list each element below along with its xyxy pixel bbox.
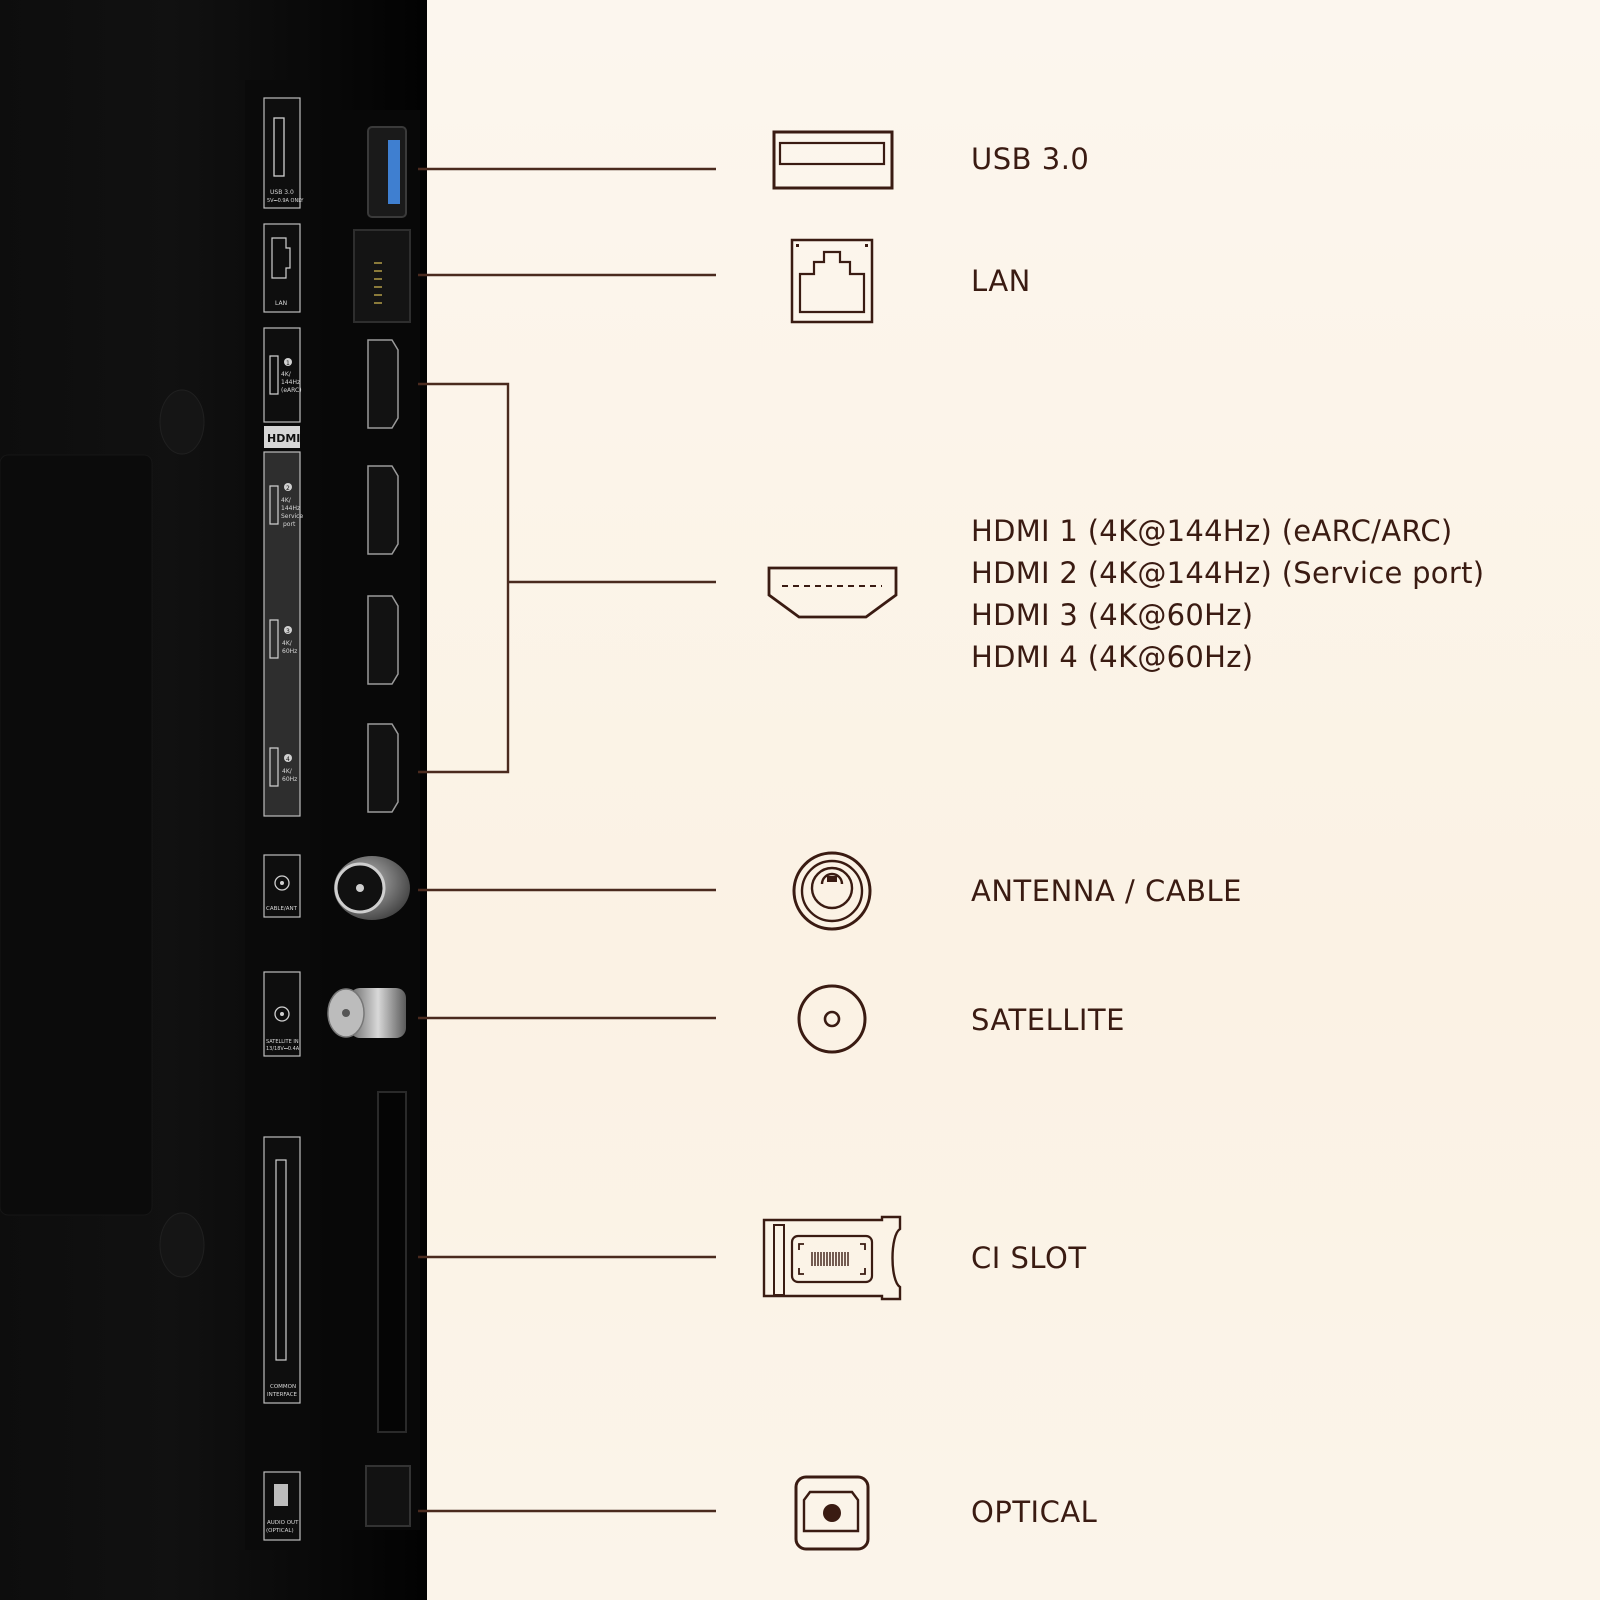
- panel-label-hdmi3-b: 60Hz: [282, 648, 297, 655]
- usb-socket-tongue: [388, 140, 400, 204]
- panel-label-hdmi4-a: 4K/: [282, 768, 293, 775]
- label-lan: LAN: [971, 264, 1031, 298]
- satellite-port-icon: [797, 984, 867, 1054]
- hdmi-port-icon: [767, 566, 898, 619]
- label-ci-slot: CI SLOT: [971, 1241, 1087, 1275]
- panel-label-hdmi4-num: 4: [286, 756, 290, 763]
- usb-port-icon: [772, 130, 894, 190]
- panel-label-hdmi1-c: (eARC): [281, 387, 302, 394]
- panel-label-ci-1: COMMON: [270, 1384, 296, 1390]
- label-hdmi-4: HDMI 4 (4K@60Hz): [971, 640, 1254, 674]
- label-hdmi-2: HDMI 2 (4K@144Hz) (Service port): [971, 556, 1485, 590]
- port-icons: [762, 130, 902, 1551]
- lan-socket: [353, 229, 411, 323]
- optical-port-icon: [794, 1475, 870, 1551]
- label-antenna: ANTENNA / CABLE: [971, 874, 1242, 908]
- hdmi-socket-4: [367, 723, 399, 813]
- panel-recess: [0, 454, 153, 1216]
- ethernet-port-icon: [790, 238, 874, 324]
- antenna-port-icon: [792, 851, 872, 931]
- optical-socket: [365, 1465, 411, 1527]
- panel-label-sat-2: 13/18V⎓0.4A: [266, 1046, 300, 1052]
- panel-details: USB 3.0 5V⎓0.9A ONLY LAN 1 4K/ 144Hz (eA…: [0, 80, 420, 1550]
- legend-background: [427, 0, 1600, 1600]
- panel-label-sat-1: SATELLITE IN: [266, 1039, 299, 1045]
- ci-slot-icon: [762, 1215, 902, 1301]
- label-hdmi-1: HDMI 1 (4K@144Hz) (eARC/ARC): [971, 514, 1453, 548]
- panel-label-opt-2: (OPTICAL): [266, 1528, 294, 1534]
- panel-label-hdmi3-num: 3: [286, 628, 290, 635]
- panel-label-hdmi2-d: port: [283, 521, 296, 528]
- panel-label-usb: USB 3.0: [270, 189, 294, 196]
- connector-lines: [418, 167, 716, 1513]
- label-usb: USB 3.0: [971, 142, 1090, 176]
- panel-label-opt-1: AUDIO OUT: [267, 1520, 299, 1526]
- usb-socket: [367, 126, 407, 218]
- panel-label-hdmi4-b: 60Hz: [282, 776, 297, 783]
- physical-connectors: [327, 126, 411, 1527]
- panel-label-hdmi3-a: 4K/: [282, 640, 293, 647]
- panel-label-hdmi2-b: 144Hz: [281, 505, 300, 512]
- satellite-connector: [350, 988, 406, 1038]
- panel-label-ci-2: INTERFACE: [267, 1392, 298, 1398]
- panel-mount-bottom: [159, 1212, 205, 1278]
- panel-label-strip: USB 3.0 5V⎓0.9A ONLY LAN 1 4K/ 144Hz (eA…: [263, 97, 304, 1541]
- panel-label-hdmi1-num: 1: [286, 360, 290, 367]
- label-optical: OPTICAL: [971, 1495, 1098, 1529]
- label-satellite: SATELLITE: [971, 1003, 1125, 1037]
- panel-label-cable: CABLE/ANT: [266, 906, 298, 912]
- panel-label-usb-sub: 5V⎓0.9A ONLY: [267, 198, 304, 204]
- panel-label-hdmi1-a: 4K/: [281, 371, 292, 378]
- panel-mount-top: [159, 389, 205, 455]
- line-hdmi-bracket: [418, 382, 510, 774]
- panel-label-hdmi2-c: Service: [281, 513, 303, 520]
- label-hdmi-3: HDMI 3 (4K@60Hz): [971, 598, 1254, 632]
- panel-label-hdmi2-num: 2: [286, 485, 290, 492]
- hdmi-socket-3: [367, 595, 399, 685]
- panel-label-lan: LAN: [275, 300, 287, 307]
- ci-slot-opening: [377, 1091, 407, 1433]
- hdmi-socket-1: [367, 339, 399, 429]
- panel-label-hdmi2-a: 4K/: [281, 497, 292, 504]
- panel-label-hdmi1-b: 144Hz: [281, 379, 300, 386]
- hdmi-socket-2: [367, 465, 399, 555]
- panel-hdmi-logo: HDMI: [267, 432, 300, 445]
